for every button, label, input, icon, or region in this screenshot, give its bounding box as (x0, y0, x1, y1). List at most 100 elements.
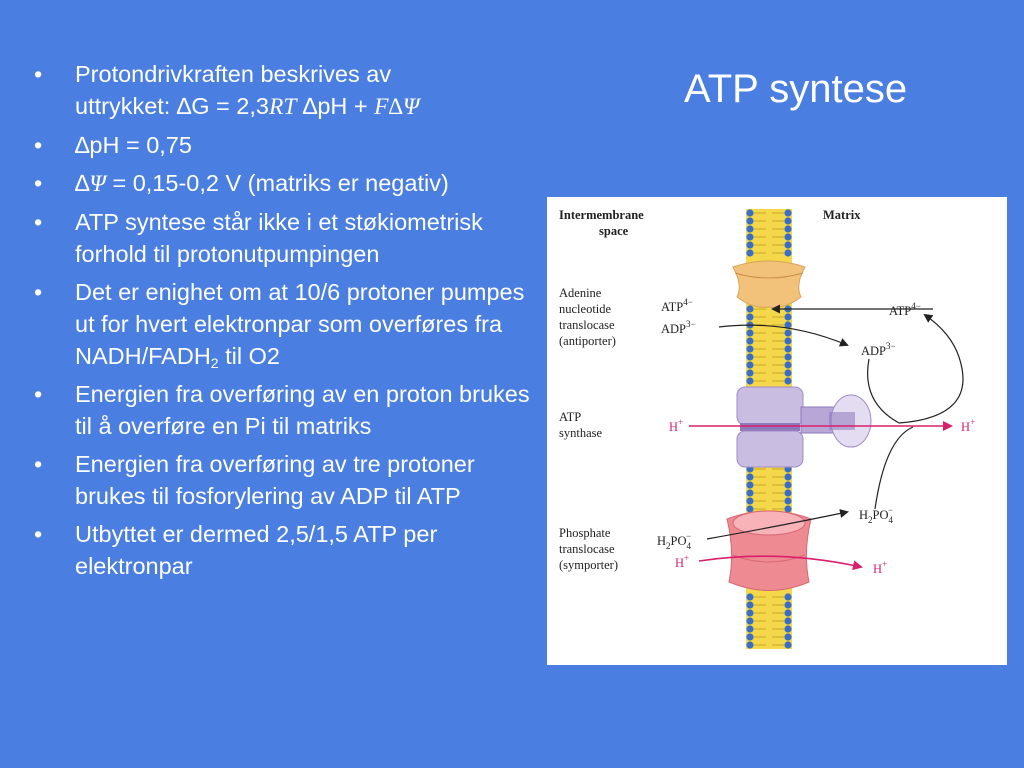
lipid-head (746, 601, 754, 609)
synthase-label: ATP (559, 410, 581, 424)
bullet-text: Energien fra overføring av en proton bru… (75, 381, 530, 439)
lipid-head (784, 233, 792, 241)
transport-arrows (706, 304, 964, 540)
lipid-head (746, 609, 754, 617)
phosphate-matrix-label: H2PO4− (859, 505, 894, 525)
phosphate-to-synthase-arrow (874, 426, 914, 510)
atp-intermembrane-label: ATP4− (661, 297, 693, 314)
bullet-marker: • (34, 132, 43, 158)
lipid-head (784, 473, 792, 481)
lipid-head (784, 593, 792, 601)
bullet-item: • Energien fra overføring av en proton b… (0, 378, 550, 442)
bullet-list: • Protondrivkraften beskrives av uttrykk… (0, 58, 550, 588)
bullet-marker: • (34, 279, 43, 305)
proton-intermembrane-label: H+ (669, 417, 683, 434)
lipid-heads (746, 209, 792, 649)
lipid-head (746, 505, 754, 513)
lipid-head (746, 241, 754, 249)
antiporter-label: translocase (559, 318, 615, 332)
lipid-head (746, 617, 754, 625)
lipid-head (746, 497, 754, 505)
bullet-item: • ∆pH = 0,75 (0, 129, 550, 161)
lipid-head (784, 321, 792, 329)
lipid-head (784, 329, 792, 337)
lipid-head (746, 481, 754, 489)
bullet-item: • ∆Ψ = 0,15-0,2 V (matriks er negativ) (0, 167, 550, 200)
lipid-head (746, 489, 754, 497)
bullet-text: ∆ (75, 170, 90, 196)
lipid-head (746, 217, 754, 225)
atp-product-arrow (898, 313, 964, 424)
lipid-head (784, 505, 792, 513)
antiporter-protein (732, 260, 806, 308)
slide-title: ATP syntese (684, 67, 908, 111)
lipid-head (746, 305, 754, 313)
atp-synthase-protein (736, 386, 872, 468)
lipid-head (746, 369, 754, 377)
symporter-label: Phosphate (559, 526, 611, 540)
bullet-item: • Energien fra overføring av tre protone… (0, 448, 550, 512)
lipid-head (784, 353, 792, 361)
lipid-head (784, 609, 792, 617)
lipid-head (784, 313, 792, 321)
bullet-marker: • (34, 170, 43, 196)
lipid-head (746, 361, 754, 369)
proton-matrix-label: H+ (961, 417, 975, 434)
lipid-head (784, 225, 792, 233)
lipid-head (784, 497, 792, 505)
bullet-item: • Protondrivkraften beskrives av uttrykk… (0, 58, 550, 123)
lipid-head (784, 217, 792, 225)
lipid-head (746, 329, 754, 337)
proton-matrix-label-2: H+ (873, 559, 887, 576)
lipid-head (746, 225, 754, 233)
bullet-item: • Det er enighet om at 10/6 protoner pum… (0, 276, 550, 372)
bullet-text: Energien fra overføring av tre protoner … (75, 451, 475, 509)
antiporter-label: nucleotide (559, 302, 612, 316)
bullet-item: • Utbyttet er dermed 2,5/1,5 ATP per ele… (0, 518, 550, 582)
bullet-marker: • (34, 61, 43, 87)
lipid-head (784, 377, 792, 385)
lipid-head (784, 489, 792, 497)
adp-matrix-label: ADP3− (861, 341, 896, 358)
lipid-head (746, 353, 754, 361)
lipid-head (784, 481, 792, 489)
lipid-head (746, 641, 754, 649)
phosphate-import-arrow (706, 509, 849, 540)
subscript: 2 (210, 355, 219, 371)
bullet-text: ∆pH = 0,75 (75, 132, 192, 158)
bullet-text: = 0,15-0,2 V (matriks er negativ) (105, 170, 449, 196)
lipid-head (784, 625, 792, 633)
membrane-transport-figure: Intermembrane space Matrix Adenine nucle… (547, 197, 1007, 665)
proton-arrows (689, 421, 953, 571)
lipid-head (784, 361, 792, 369)
bullet-text: uttrykket: ∆G = 2,3 (75, 93, 269, 119)
bullet-text: Utbyttet er dermed 2,5/1,5 ATP per elekt… (75, 521, 438, 579)
lipid-head (746, 345, 754, 353)
bullet-marker: • (34, 451, 43, 477)
symporter-label: translocase (559, 542, 615, 556)
bullet-text: Protondrivkraften beskrives av (75, 61, 392, 87)
antiporter-label: Adenine (559, 286, 602, 300)
lipid-head (784, 241, 792, 249)
atp-matrix-label: ATP4− (889, 301, 921, 318)
symporter-label: (symporter) (559, 558, 618, 572)
bullet-marker: • (34, 521, 43, 547)
lipid-head (746, 593, 754, 601)
synthase-label: synthase (559, 426, 603, 440)
bullet-text: til O2 (218, 343, 280, 369)
lipid-head (746, 313, 754, 321)
adp-to-synthase-arrow (867, 358, 900, 424)
phosphate-intermembrane-label: H2PO4− (657, 531, 692, 551)
lipid-head (746, 209, 754, 217)
intermembrane-label: Intermembrane (559, 208, 644, 222)
antiporter-label: (antiporter) (559, 334, 616, 348)
adp-import-arrow (718, 324, 849, 347)
lipid-head (784, 345, 792, 353)
formula-italic: Ψ (89, 171, 106, 197)
proton-symporter-arrow (698, 555, 863, 571)
formula-italic: RT (268, 94, 297, 120)
lipid-head (784, 337, 792, 345)
lipid-head (784, 617, 792, 625)
symporter-protein (726, 510, 812, 591)
lipid-head (746, 633, 754, 641)
